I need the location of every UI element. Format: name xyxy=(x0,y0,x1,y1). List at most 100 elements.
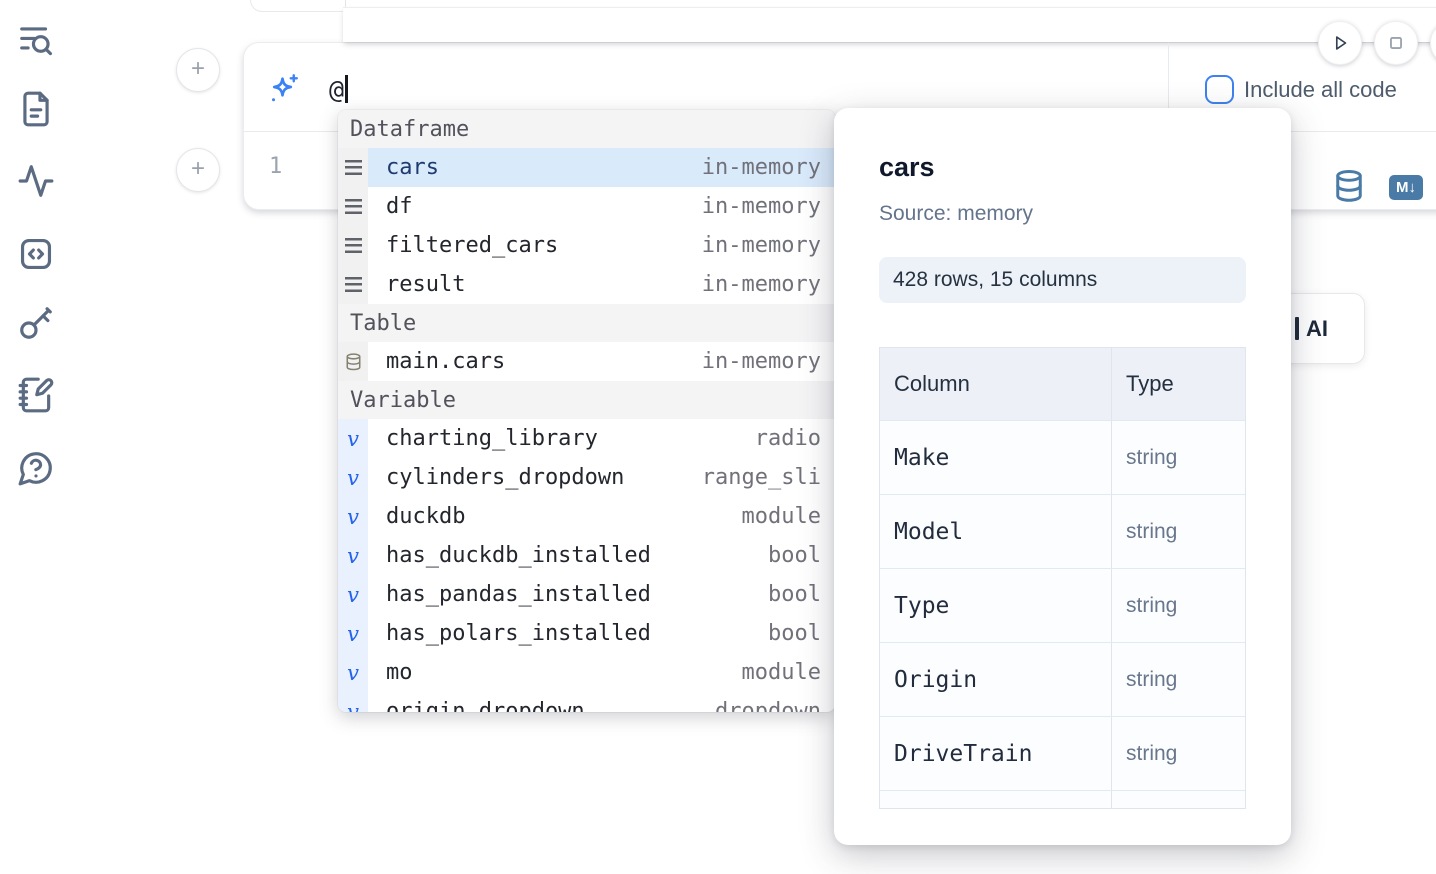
schema-row: DriveTrain string xyxy=(880,716,1245,790)
dataframe-icon xyxy=(338,148,368,187)
item-type: bool xyxy=(768,621,821,646)
variable-icon: v xyxy=(338,497,368,536)
item-type: in-memory xyxy=(701,155,821,180)
item-name: mo xyxy=(386,660,413,685)
autocomplete-section-header: Variable xyxy=(338,381,835,419)
item-name: filtered_cars xyxy=(386,233,559,258)
autocomplete-item-main.cars[interactable]: main.cars in-memory xyxy=(338,342,835,381)
autocomplete-item-charting_library[interactable]: v charting_library radio xyxy=(338,419,835,458)
schema-header-column: Column xyxy=(880,348,1112,420)
item-name: cylinders_dropdown xyxy=(386,465,625,490)
autocomplete-item-result[interactable]: result in-memory xyxy=(338,265,835,304)
code-snippets-icon[interactable] xyxy=(17,235,55,273)
variable-icon: v xyxy=(338,458,368,497)
item-type: radio xyxy=(754,426,821,451)
add-cell-above-button[interactable]: + xyxy=(176,48,220,92)
item-type: in-memory xyxy=(701,272,821,297)
column-type: string xyxy=(1126,667,1178,691)
column-name: Origin xyxy=(880,643,1112,716)
cell-input-right-divider xyxy=(1168,43,1169,131)
item-name: charting_library xyxy=(386,426,598,451)
stop-button[interactable] xyxy=(1374,21,1418,65)
datasource-panel-toggle-icon[interactable] xyxy=(1334,169,1364,205)
schema-header-type: Type xyxy=(1126,371,1174,396)
variable-icon: v xyxy=(338,575,368,614)
preview-source: Source: memory xyxy=(879,202,1034,225)
play-icon xyxy=(1335,36,1347,50)
previous-cell-editor-fragment xyxy=(343,7,1436,42)
prompt-text: @ xyxy=(329,74,345,104)
include-all-code-checkbox[interactable] xyxy=(1205,75,1234,104)
key-icon[interactable] xyxy=(17,304,55,342)
schema-row xyxy=(880,790,1245,808)
document-icon[interactable] xyxy=(17,90,55,128)
ai-prompt-input[interactable]: @ xyxy=(329,72,349,106)
column-name xyxy=(880,791,1112,808)
ai-sparkle-icon xyxy=(266,72,302,108)
autocomplete-item-has_polars_installed[interactable]: v has_polars_installed bool xyxy=(338,614,835,653)
preview-summary-badge: 428 rows, 15 columns xyxy=(879,257,1246,303)
column-name: Make xyxy=(880,421,1112,494)
run-cell-button[interactable] xyxy=(1318,21,1362,65)
dataframe-preview-panel: cars Source: memory 428 rows, 15 columns… xyxy=(834,108,1291,845)
ai-button-label: AI xyxy=(1306,315,1328,341)
help-chat-icon[interactable] xyxy=(17,449,55,487)
variable-icon: v xyxy=(338,653,368,692)
previous-cell-divider xyxy=(345,0,346,11)
item-name: cars xyxy=(386,155,439,180)
item-type: dropdown xyxy=(715,699,821,712)
item-type: range_sli xyxy=(701,465,821,490)
autocomplete-section-header: Dataframe xyxy=(338,110,835,148)
table-database-icon xyxy=(338,342,368,381)
dataframe-icon xyxy=(338,226,368,265)
autocomplete-section-header: Table xyxy=(338,304,835,342)
column-name: Model xyxy=(880,495,1112,568)
item-name: main.cars xyxy=(386,349,506,374)
item-type: bool xyxy=(768,582,821,607)
stop-square-icon xyxy=(1390,37,1402,49)
item-type: in-memory xyxy=(701,233,821,258)
dataframe-icon xyxy=(338,187,368,226)
schema-row: Make string xyxy=(880,420,1245,494)
autocomplete-item-cars[interactable]: cars in-memory xyxy=(338,148,835,187)
schema-header-row: Column Type xyxy=(880,348,1245,420)
autocomplete-item-filtered_cars[interactable]: filtered_cars in-memory xyxy=(338,226,835,265)
item-name: origin_dropdown xyxy=(386,699,585,712)
column-type: string xyxy=(1126,741,1178,765)
add-cell-below-button[interactable]: + xyxy=(176,148,220,192)
column-type xyxy=(1112,791,1245,808)
scratchpad-icon[interactable] xyxy=(17,376,55,414)
column-name: DriveTrain xyxy=(880,717,1112,790)
line-number: 1 xyxy=(269,154,283,179)
item-type: module xyxy=(741,504,821,529)
activity-icon[interactable] xyxy=(17,162,55,200)
autocomplete-item-cylinders_dropdown[interactable]: v cylinders_dropdown range_sli xyxy=(338,458,835,497)
item-name: result xyxy=(386,272,466,297)
dataframe-icon xyxy=(338,265,368,304)
variable-icon: v xyxy=(338,614,368,653)
column-type: string xyxy=(1126,445,1178,469)
item-name: has_polars_installed xyxy=(386,621,651,646)
item-name: df xyxy=(386,194,413,219)
include-all-code-label: Include all code xyxy=(1244,77,1397,102)
text-caret xyxy=(345,75,349,103)
column-name: Type xyxy=(880,569,1112,642)
clipped-letter-fragment xyxy=(1295,317,1299,340)
item-name: duckdb xyxy=(386,504,466,529)
variable-icon: v xyxy=(338,419,368,458)
preview-title: cars xyxy=(879,152,935,182)
toc-search-icon[interactable] xyxy=(17,21,55,59)
markdown-toggle-button[interactable]: M↓ xyxy=(1389,175,1423,200)
item-type: in-memory xyxy=(701,349,821,374)
